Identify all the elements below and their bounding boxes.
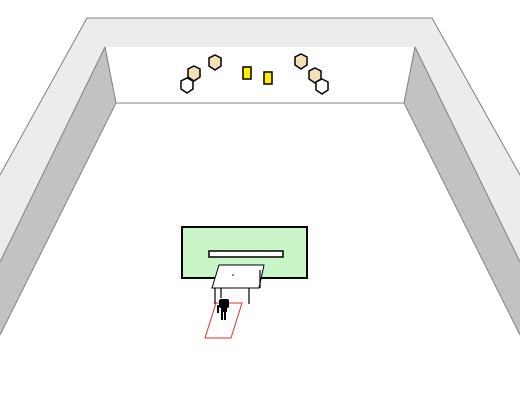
hexagon-gem-icon[interactable] [308,67,322,84]
wall-right-inner-edge [403,102,520,336]
wall-right-side [404,47,520,335]
yellow-tile-icon[interactable] [263,71,273,85]
person-body [221,306,227,312]
wall-left-edge [0,46,106,263]
yellow-tile-icon[interactable] [242,66,252,80]
person-head [219,299,229,308]
wall-decorations [180,53,329,95]
wall-right-edge [414,46,520,263]
hexagon-outline-icon[interactable] [315,78,329,95]
board-slot [208,250,284,258]
wall-back [105,47,415,103]
wall-left-corner [104,46,117,104]
hexagon-gem-icon[interactable] [187,65,201,82]
wall-left-side [0,47,116,335]
wall-right-corner [403,46,416,104]
table-top[interactable] [211,264,265,289]
wall-left-inner-edge [0,102,117,336]
wall-outline [0,17,520,176]
table-icon[interactable] [211,264,265,304]
selection-outline [204,302,243,339]
hexagon-gem-icon[interactable] [294,53,308,70]
hexagon-outline-icon[interactable] [180,77,194,94]
table-item [232,274,234,276]
hexagon-gem-icon[interactable] [208,54,222,71]
person-icon[interactable] [217,299,229,320]
